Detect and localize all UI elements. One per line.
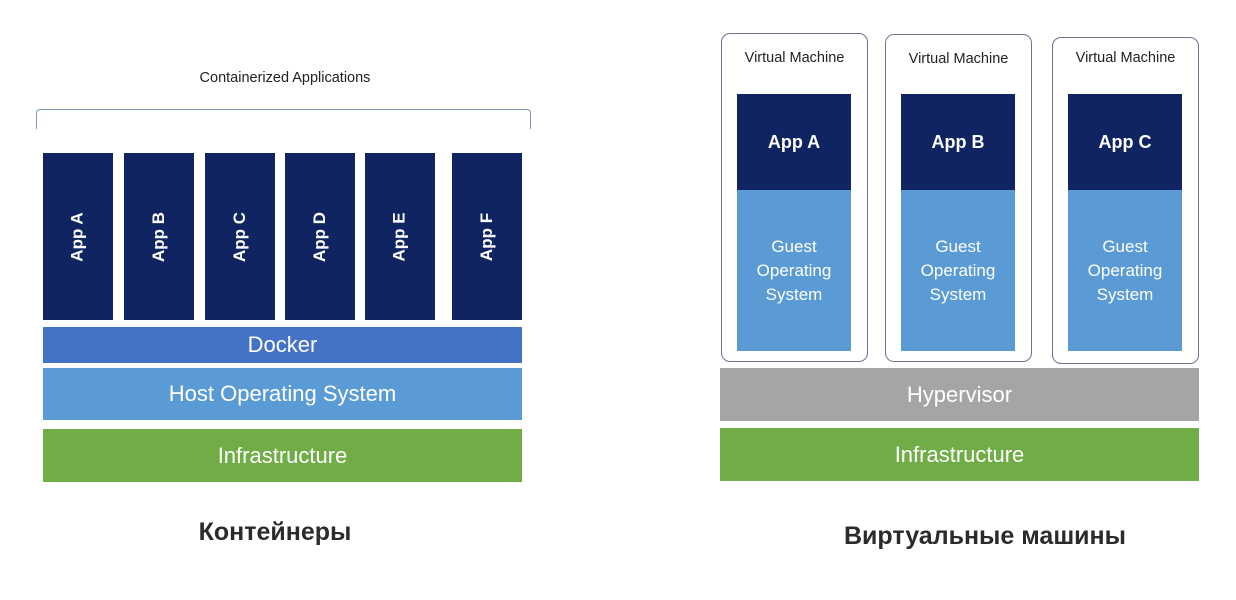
- container-app-label: App B: [148, 211, 168, 262]
- virtual-machine-3: Virtual Machine App C Guest Operating Sy…: [1052, 37, 1199, 364]
- containers-caption: Контейнеры: [198, 518, 352, 546]
- infrastructure-layer-vms: Infrastructure: [720, 428, 1199, 481]
- vm-title: Virtual Machine: [908, 51, 1009, 67]
- container-app-label: App E: [389, 211, 409, 262]
- container-app-label: App D: [309, 211, 329, 262]
- vms-caption: Виртуальные машины: [844, 522, 1126, 550]
- container-app-label: App A: [67, 211, 87, 262]
- vm-guest-os: Guest Operating System: [1068, 190, 1182, 351]
- vm-guest-os: Guest Operating System: [901, 190, 1015, 351]
- virtual-machine-1: Virtual Machine App A Guest Operating Sy…: [721, 33, 868, 362]
- container-app-b: App B: [124, 153, 194, 320]
- vm-title: Virtual Machine: [744, 50, 845, 66]
- container-app-e: App E: [365, 153, 435, 320]
- vm-guest-os: Guest Operating System: [737, 190, 851, 351]
- container-app-f: App F: [452, 153, 522, 320]
- container-app-c: App C: [205, 153, 275, 320]
- infrastructure-layer-containers: Infrastructure: [43, 429, 522, 482]
- docker-layer: Docker: [43, 327, 522, 363]
- applications-bracket: [36, 109, 531, 129]
- container-app-label: App F: [477, 212, 496, 261]
- virtual-machine-2: Virtual Machine App B Guest Operating Sy…: [885, 34, 1032, 362]
- hypervisor-layer: Hypervisor: [720, 368, 1199, 421]
- vm-title: Virtual Machine: [1075, 50, 1176, 66]
- container-app-d: App D: [285, 153, 355, 320]
- container-app-a: App A: [43, 153, 113, 320]
- vm-app: App A: [737, 94, 851, 190]
- vm-app: App C: [1068, 94, 1182, 190]
- host-os-layer: Host Operating System: [43, 368, 522, 420]
- containerized-applications-label: Containerized Applications: [199, 70, 371, 86]
- vm-app: App B: [901, 94, 1015, 190]
- container-app-label: App C: [229, 211, 249, 262]
